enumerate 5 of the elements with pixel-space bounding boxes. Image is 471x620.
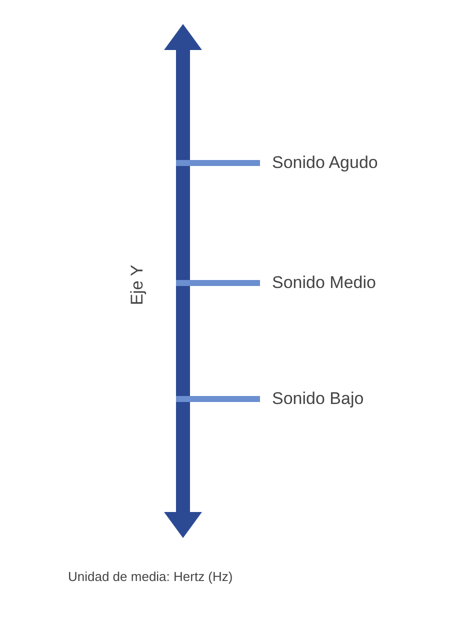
tick-label: Sonido Bajo [272,390,364,407]
unit-note: Unidad de media: Hertz (Hz) [68,570,233,583]
tick-label: Sonido Agudo [272,154,378,171]
tick-label: Sonido Medio [272,274,376,291]
axis-title: Eje Y [128,264,146,306]
